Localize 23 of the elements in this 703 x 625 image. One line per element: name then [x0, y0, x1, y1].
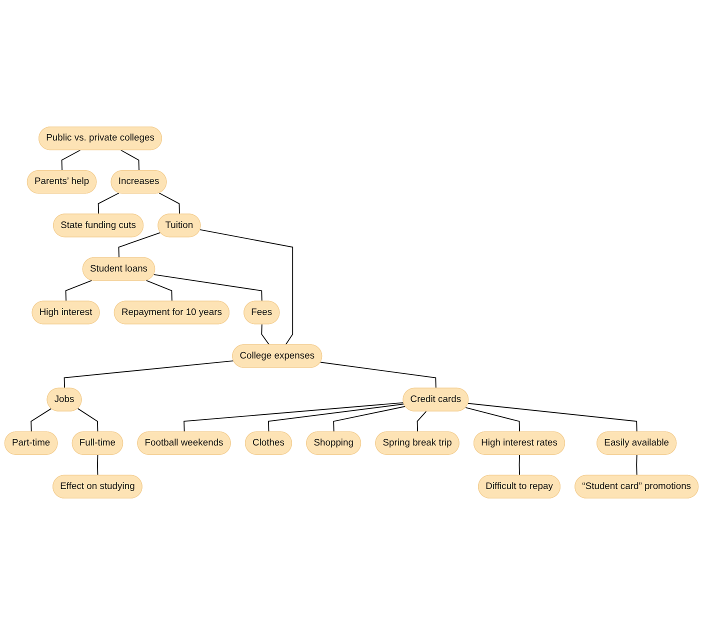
connector [518, 454, 520, 476]
connector [184, 402, 404, 432]
connector [98, 192, 120, 215]
connector [64, 360, 234, 389]
connector [468, 402, 638, 432]
connector [97, 454, 98, 476]
connector [636, 454, 638, 476]
connector [268, 404, 405, 432]
connector [320, 362, 436, 389]
connector [118, 232, 161, 258]
connector [146, 280, 172, 302]
connector [158, 192, 180, 215]
connector [65, 280, 92, 302]
connector [416, 410, 427, 432]
connector [200, 229, 294, 346]
connector [261, 324, 270, 346]
connector [153, 274, 262, 302]
connector [61, 150, 81, 172]
connector [465, 407, 520, 432]
connector [333, 406, 406, 432]
connector [30, 408, 52, 432]
connector [120, 150, 140, 172]
connector [77, 408, 98, 432]
